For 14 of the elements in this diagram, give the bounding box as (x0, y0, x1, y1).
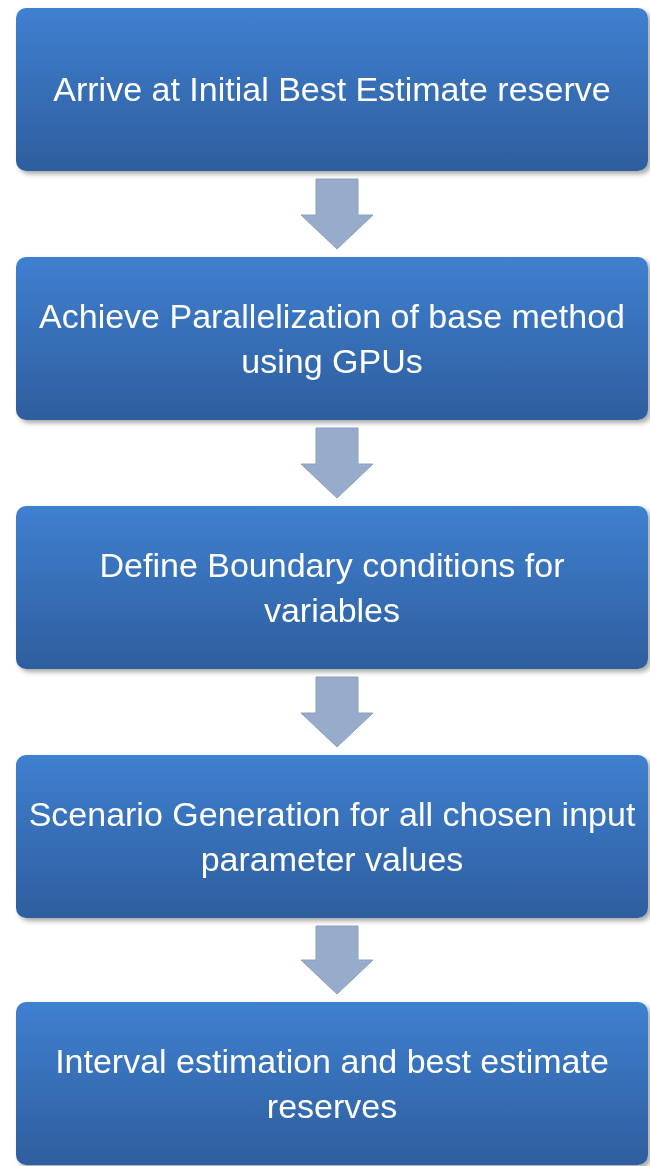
process-box (16, 506, 648, 669)
block-arrow (300, 925, 374, 995)
process-box (16, 257, 648, 420)
step-text: Scenario Generation for all chosen input parameter values (28, 794, 636, 880)
step-text: Define Boundary conditions for variables (98, 545, 566, 631)
step-text: Arrive at Initial Best Estimate reserve (53, 69, 611, 111)
step-text: Achieve Parallelization of base method using GPUs (38, 296, 626, 382)
step-text: Interval estimation and best estimate reserves (54, 1041, 610, 1127)
process-box (16, 8, 648, 171)
block-arrow (300, 676, 374, 748)
block-arrow (300, 178, 374, 250)
process-box (16, 1002, 648, 1165)
block-arrow (300, 427, 374, 499)
process-box (16, 755, 648, 918)
